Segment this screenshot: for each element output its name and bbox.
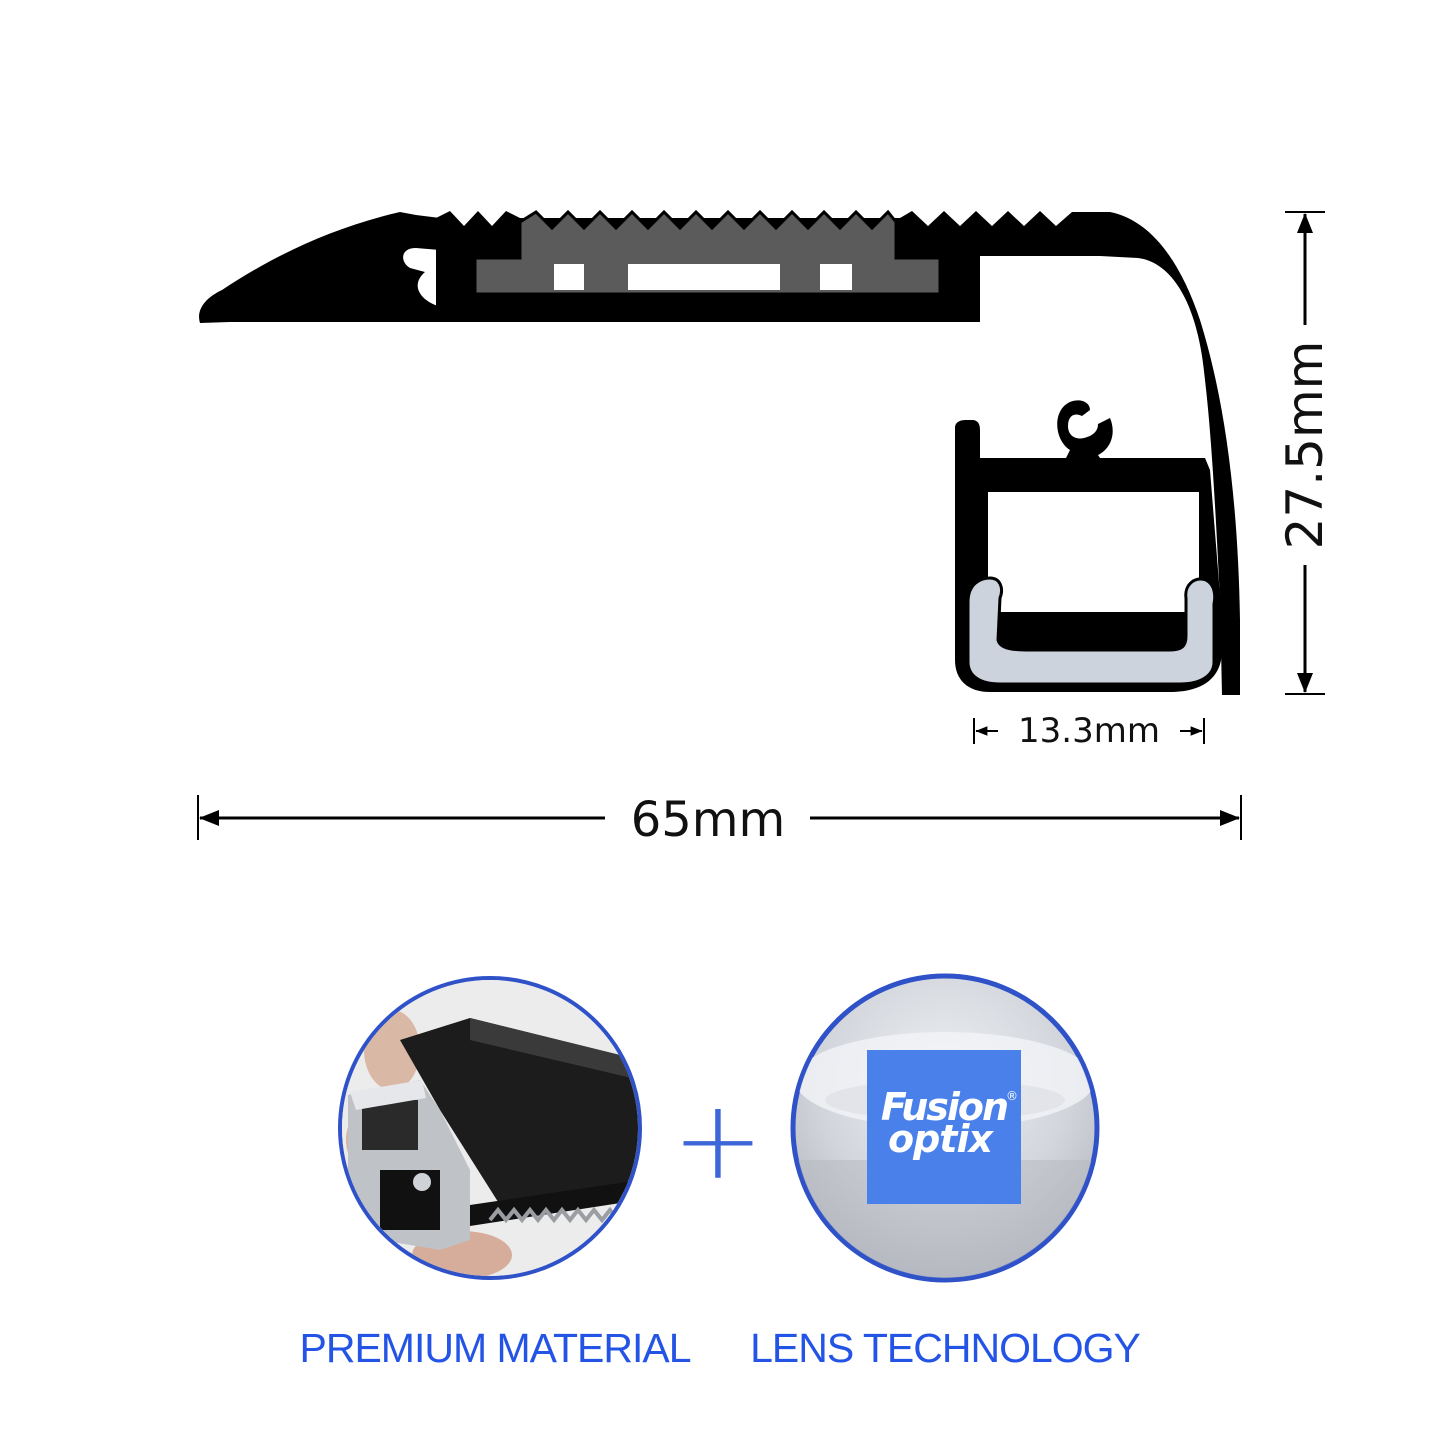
insert-slot [820,264,852,290]
height-label: 27.5mm [1276,341,1334,550]
lens-technology-image: Fusion optix ® [790,973,1100,1283]
profile-nose [199,212,440,323]
logo-line-2: optix [888,1117,994,1161]
logo-line-1: Fusion [881,1085,1007,1129]
channel-width-label: 13.3mm [1018,711,1160,751]
premium-material-label: PREMIUM MATERIAL [299,1325,692,1371]
fusion-optix-logo: Fusion optix ® [867,1050,1021,1204]
plus-sign: + [672,1076,764,1204]
diffuser-lens [966,576,1217,686]
insert-slot [554,264,584,290]
insert-slot [628,264,780,290]
registered-mark: ® [1006,1089,1018,1103]
premium-material-image [338,976,642,1280]
aluminum-profile [199,209,1240,695]
width-label: 65mm [631,792,786,848]
dimension-channel-width: 13.3mm [973,711,1205,751]
channel-cavity [988,492,1199,612]
lens-technology-label: LENS TECHNOLOGY [750,1325,1141,1371]
dimension-height: 27.5mm [1276,211,1334,695]
dimension-width: 65mm [197,792,1242,848]
